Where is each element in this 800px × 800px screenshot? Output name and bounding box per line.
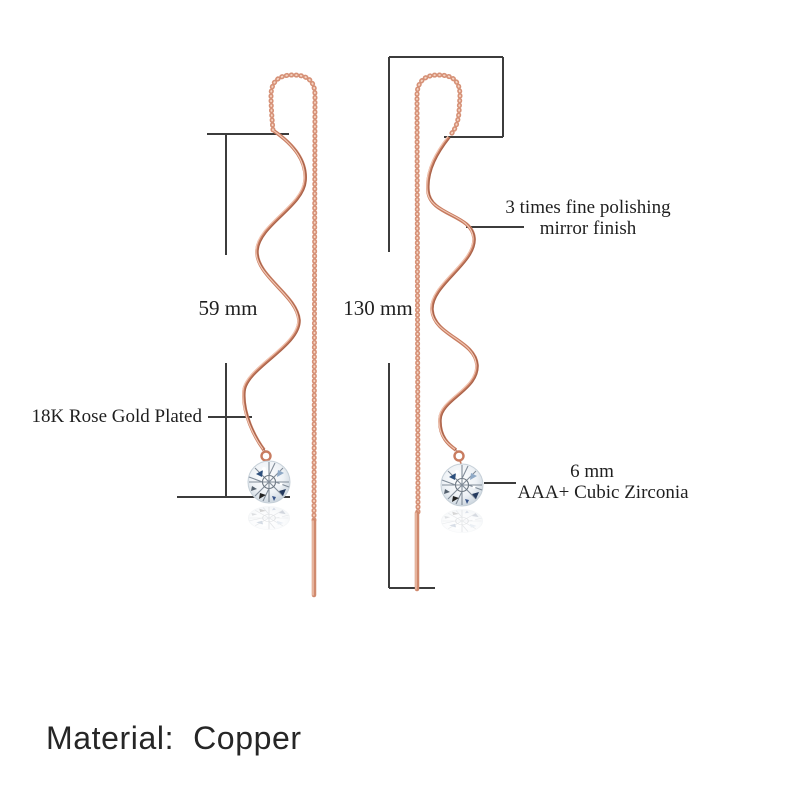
left-connector-ring (260, 450, 272, 462)
right-gem-bail (459, 459, 462, 465)
left-spiral-wire (242, 129, 307, 452)
plating-callout: 18K Rose Gold Plated (31, 406, 202, 427)
stone-size-label: 6 mm (570, 461, 614, 482)
left-earring (242, 72, 318, 598)
right-earring (414, 72, 484, 592)
right-connector-ring (453, 450, 465, 462)
left-chain (268, 72, 318, 523)
stone-callout: 6 mm AAA+ Cubic Zirconia (512, 461, 694, 503)
left-length-label: 59 mm (198, 296, 258, 320)
left-gem-reflection (247, 505, 291, 531)
stone-quality-label: AAA+ Cubic Zirconia (517, 482, 689, 503)
right-gem-reflection (440, 508, 484, 534)
material-spec: Material: Copper (46, 720, 302, 756)
measurement-lines (177, 56, 524, 589)
left-gemstone (247, 460, 291, 504)
right-spiral-wire (426, 135, 479, 452)
right-gemstone (440, 463, 484, 507)
right-chain (414, 72, 463, 515)
polish-callout-line1: 3 times fine polishing (505, 197, 671, 218)
polish-callout: 3 times fine polishing mirror finish (498, 197, 678, 239)
right-length-label: 130 mm (343, 296, 413, 320)
polish-callout-line2: mirror finish (539, 218, 637, 239)
product-specs: Material: Copper Color: Rose Gold (46, 641, 311, 800)
left-chain-highlight (270, 74, 316, 521)
